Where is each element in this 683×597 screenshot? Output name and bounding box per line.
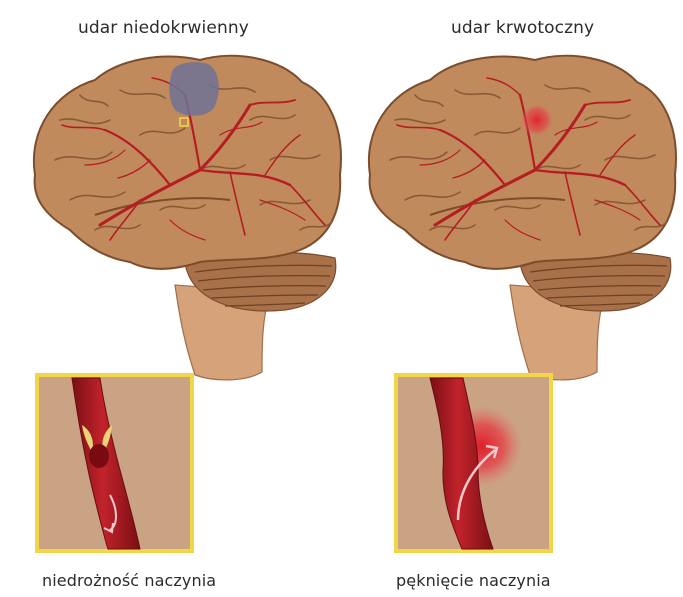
rupture-caption: pęknięcie naczynia xyxy=(396,571,551,590)
rupture-inset xyxy=(396,375,551,551)
ischemic-region xyxy=(169,62,219,116)
ischemic-brain xyxy=(34,56,341,380)
occlusion-caption: niedrożność naczynia xyxy=(42,571,216,590)
hemorrhagic-brain xyxy=(369,56,676,380)
bleed-spot xyxy=(521,104,553,136)
occlusion-inset xyxy=(37,375,192,551)
